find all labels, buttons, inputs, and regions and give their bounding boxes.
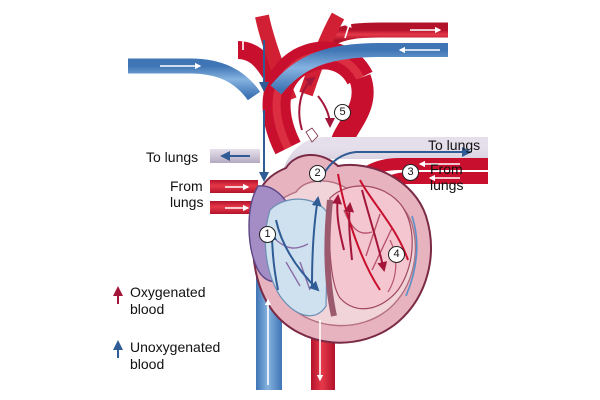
- marker-4: 4: [388, 246, 405, 263]
- marker-5: 5: [334, 104, 351, 121]
- legend-unoxygenated-label: Unoxygenated blood: [130, 339, 221, 372]
- label-from-lungs-right: From lungs: [430, 161, 464, 193]
- marker-2: 2: [309, 165, 326, 182]
- heart-body: [248, 127, 432, 344]
- label-from-lungs-left: From lungs: [170, 178, 204, 210]
- flow-arrows: [160, 20, 472, 385]
- label-to-lungs-left: To lungs: [146, 149, 199, 165]
- marker-3: 3: [402, 164, 419, 181]
- marker-1: 1: [259, 226, 276, 243]
- legend-oxygenated-label: Oxygenated blood: [130, 284, 206, 317]
- label-to-lungs-right: To lungs: [428, 137, 481, 153]
